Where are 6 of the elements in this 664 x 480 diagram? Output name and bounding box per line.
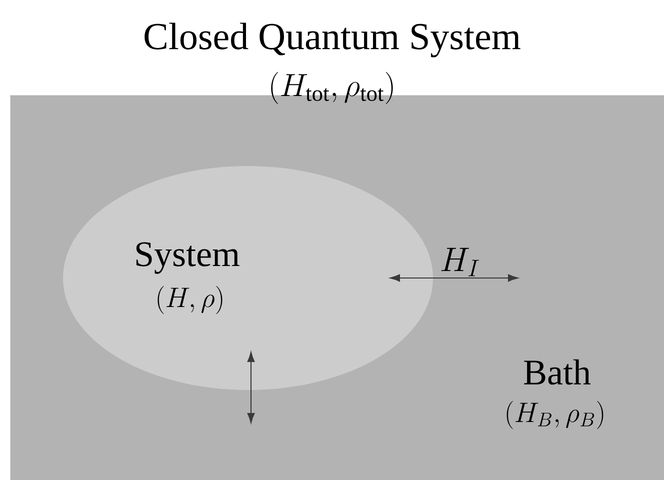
formula: $(H_B, \rho_B)$ — [506, 401, 604, 429]
formula: $(H, \rho)$ — [158, 286, 222, 314]
region-label: System — [136, 242, 240, 274]
region-label: Bath — [524, 359, 591, 385]
title: Closed Quantum System — [144, 22, 520, 58]
formula: $(H_{\mathrm{tot}}, \rho_{\mathrm{tot}})$ — [271, 72, 393, 104]
